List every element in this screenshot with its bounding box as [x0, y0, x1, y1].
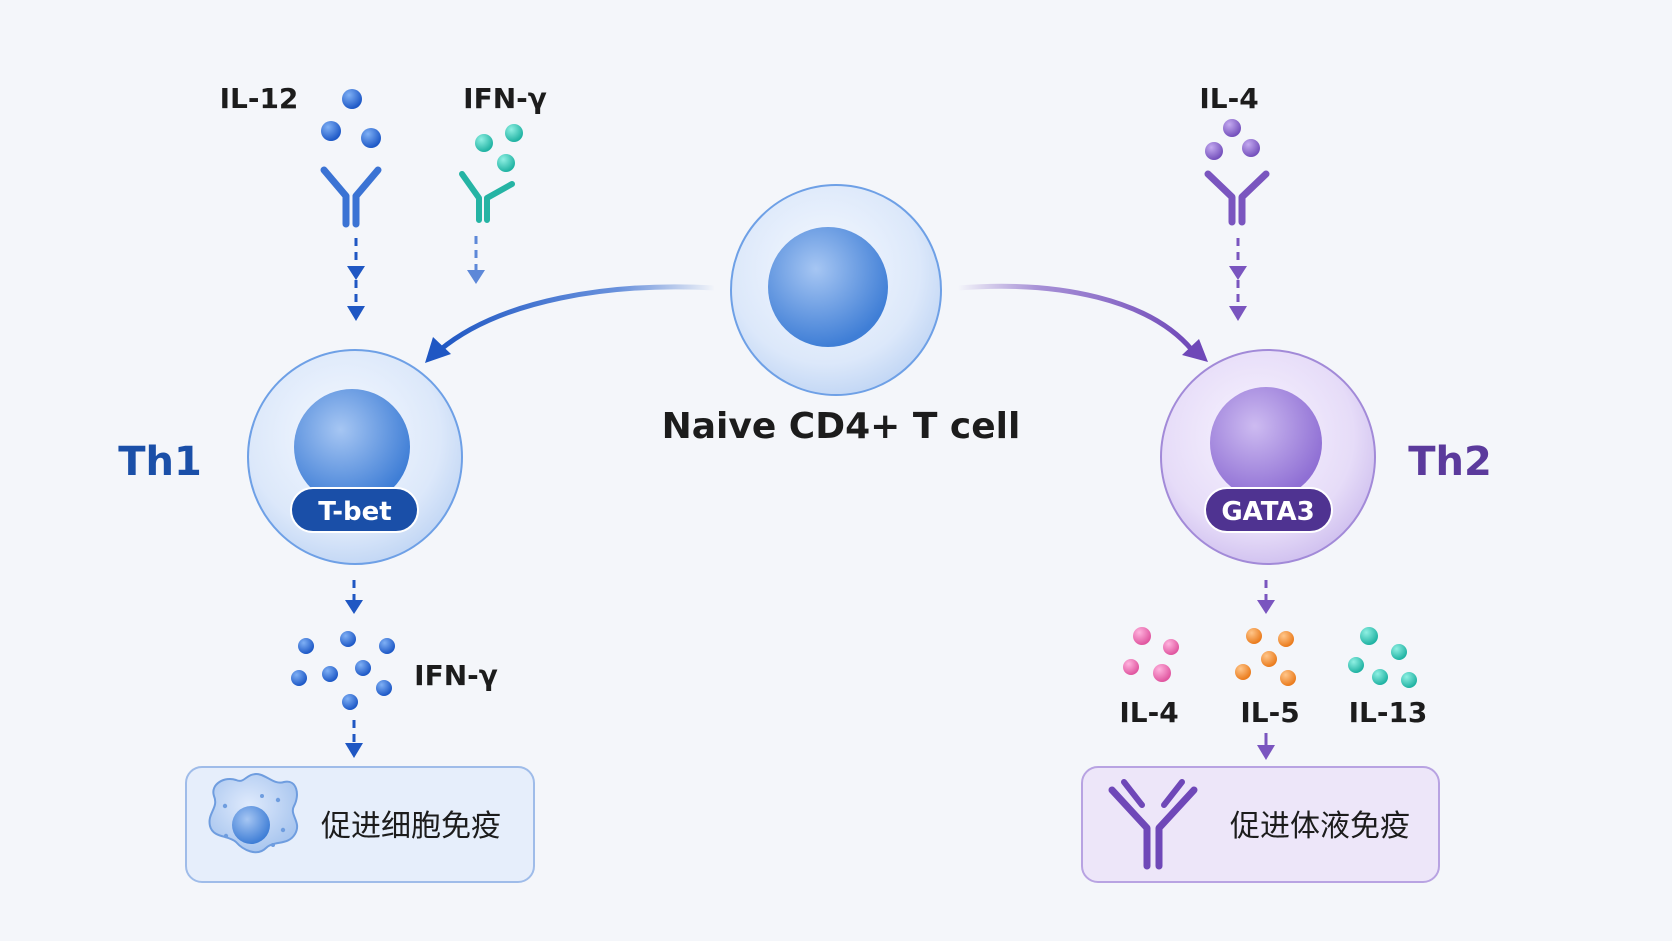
naive-cell-label: Naive CD4+ T cell [662, 406, 1021, 447]
arrow-to-th1 [425, 284, 718, 363]
gata3-badge: GATA3 [1204, 487, 1333, 533]
il4-input-molecules [1205, 119, 1260, 160]
cellular-immunity-label: 促进细胞免疫 [321, 809, 501, 844]
ifn-gamma-output-label: IFN-γ [414, 659, 498, 692]
ifn-gamma-input-label: IFN-γ [463, 82, 547, 115]
th1-title: Th1 [118, 439, 202, 485]
ifn-gamma-output-molecules [291, 631, 395, 710]
il13-output-label: IL-13 [1349, 696, 1428, 729]
il12-receptor-icon [320, 166, 382, 228]
ifn-gamma-signal-arrow [467, 236, 485, 284]
humoral-immunity-box: 促进体液免疫 [1081, 766, 1440, 883]
humoral-immunity-label: 促进体液免疫 [1230, 809, 1410, 844]
tbet-badge: T-bet [290, 487, 419, 533]
il4-output-molecules [1123, 627, 1179, 682]
il12-molecules [321, 89, 381, 148]
il4-receptor-icon [1204, 170, 1270, 226]
th1-output-arrow [345, 580, 363, 614]
macrophage-icon [208, 773, 299, 854]
tbet-label: T-bet [318, 497, 391, 527]
cellular-immunity-box: 促进细胞免疫 [185, 766, 535, 883]
th2-title: Th2 [1408, 439, 1492, 485]
il13-output-molecules [1348, 627, 1417, 688]
il5-output-label: IL-5 [1240, 696, 1299, 729]
il5-output-molecules [1235, 628, 1296, 686]
il4-signal-arrow [1229, 238, 1247, 321]
antibody-icon [1108, 779, 1198, 870]
ifn-gamma-input-molecules [475, 124, 523, 172]
gata3-label: GATA3 [1221, 497, 1314, 527]
il12-signal-arrow [347, 238, 365, 321]
arrow-to-th2 [955, 283, 1208, 362]
th2-effect-arrow [1257, 733, 1275, 760]
il12-label: IL-12 [220, 82, 299, 115]
il4-input-label: IL-4 [1199, 82, 1258, 115]
th2-output-arrow [1257, 580, 1275, 614]
naive-cd4-t-cell [730, 184, 942, 396]
ifn-gamma-receptor-icon [459, 171, 515, 223]
th1-effect-arrow [345, 720, 363, 758]
il4-output-label: IL-4 [1119, 696, 1178, 729]
